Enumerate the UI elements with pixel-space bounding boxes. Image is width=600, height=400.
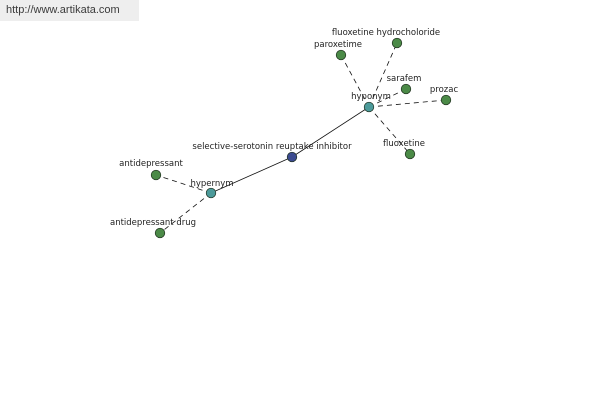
- site-url-banner[interactable]: http://www.artikata.com: [0, 0, 139, 21]
- term-label-fluoxetine-hydrocholoride[interactable]: fluoxetine hydrocholoride: [332, 28, 440, 38]
- term-node-antidepressant-drug[interactable]: [154, 227, 166, 239]
- edge-center-to-hypernym: [210, 156, 293, 194]
- term-label-antidepressant[interactable]: antidepressant: [119, 159, 183, 169]
- edge-hyponym-to-sarafem: [368, 88, 407, 108]
- edge-hyponym-to-paroxetime: [340, 54, 370, 108]
- edge-hyponym-to-prozac: [368, 99, 447, 108]
- term-node-prozac[interactable]: [440, 94, 452, 106]
- term-label-antidepressant-drug[interactable]: antidepressant drug: [110, 218, 196, 228]
- relation-node-hyponym[interactable]: [363, 101, 375, 113]
- edge-layer: [155, 42, 447, 234]
- relation-node-hypernym[interactable]: [205, 187, 217, 199]
- edge-hyponym-to-fluoxetine: [368, 106, 411, 155]
- center-label-ssri[interactable]: selective-serotonin reuptake inhibitor: [192, 142, 352, 152]
- center-node-ssri[interactable]: [286, 151, 298, 163]
- term-node-sarafem[interactable]: [400, 83, 412, 95]
- term-label-fluoxetine[interactable]: fluoxetine: [383, 139, 425, 149]
- term-node-antidepressant[interactable]: [150, 169, 162, 181]
- term-label-paroxetime[interactable]: paroxetime: [314, 40, 362, 50]
- term-node-fluoxetine[interactable]: [404, 148, 416, 160]
- relation-label-hypernym[interactable]: hypernym: [190, 179, 233, 189]
- term-label-prozac[interactable]: prozac: [430, 85, 459, 95]
- edge-hypernym-to-antidepressant: [155, 174, 212, 194]
- node-layer: [150, 37, 452, 239]
- edge-center-to-hyponym: [291, 106, 370, 158]
- edge-hypernym-to-antidepressant-drug: [159, 192, 212, 234]
- term-node-fluoxetine-hydrocholoride[interactable]: [391, 37, 403, 49]
- edge-hyponym-to-fluoxetine-hydrocholoride: [368, 42, 398, 108]
- label-layer: fluoxetine hydrocholoride paroxetime saraf…: [110, 28, 458, 228]
- relation-label-hyponym[interactable]: hyponym: [351, 92, 391, 102]
- term-node-paroxetime[interactable]: [335, 49, 347, 61]
- term-label-sarafem[interactable]: sarafem: [387, 74, 422, 84]
